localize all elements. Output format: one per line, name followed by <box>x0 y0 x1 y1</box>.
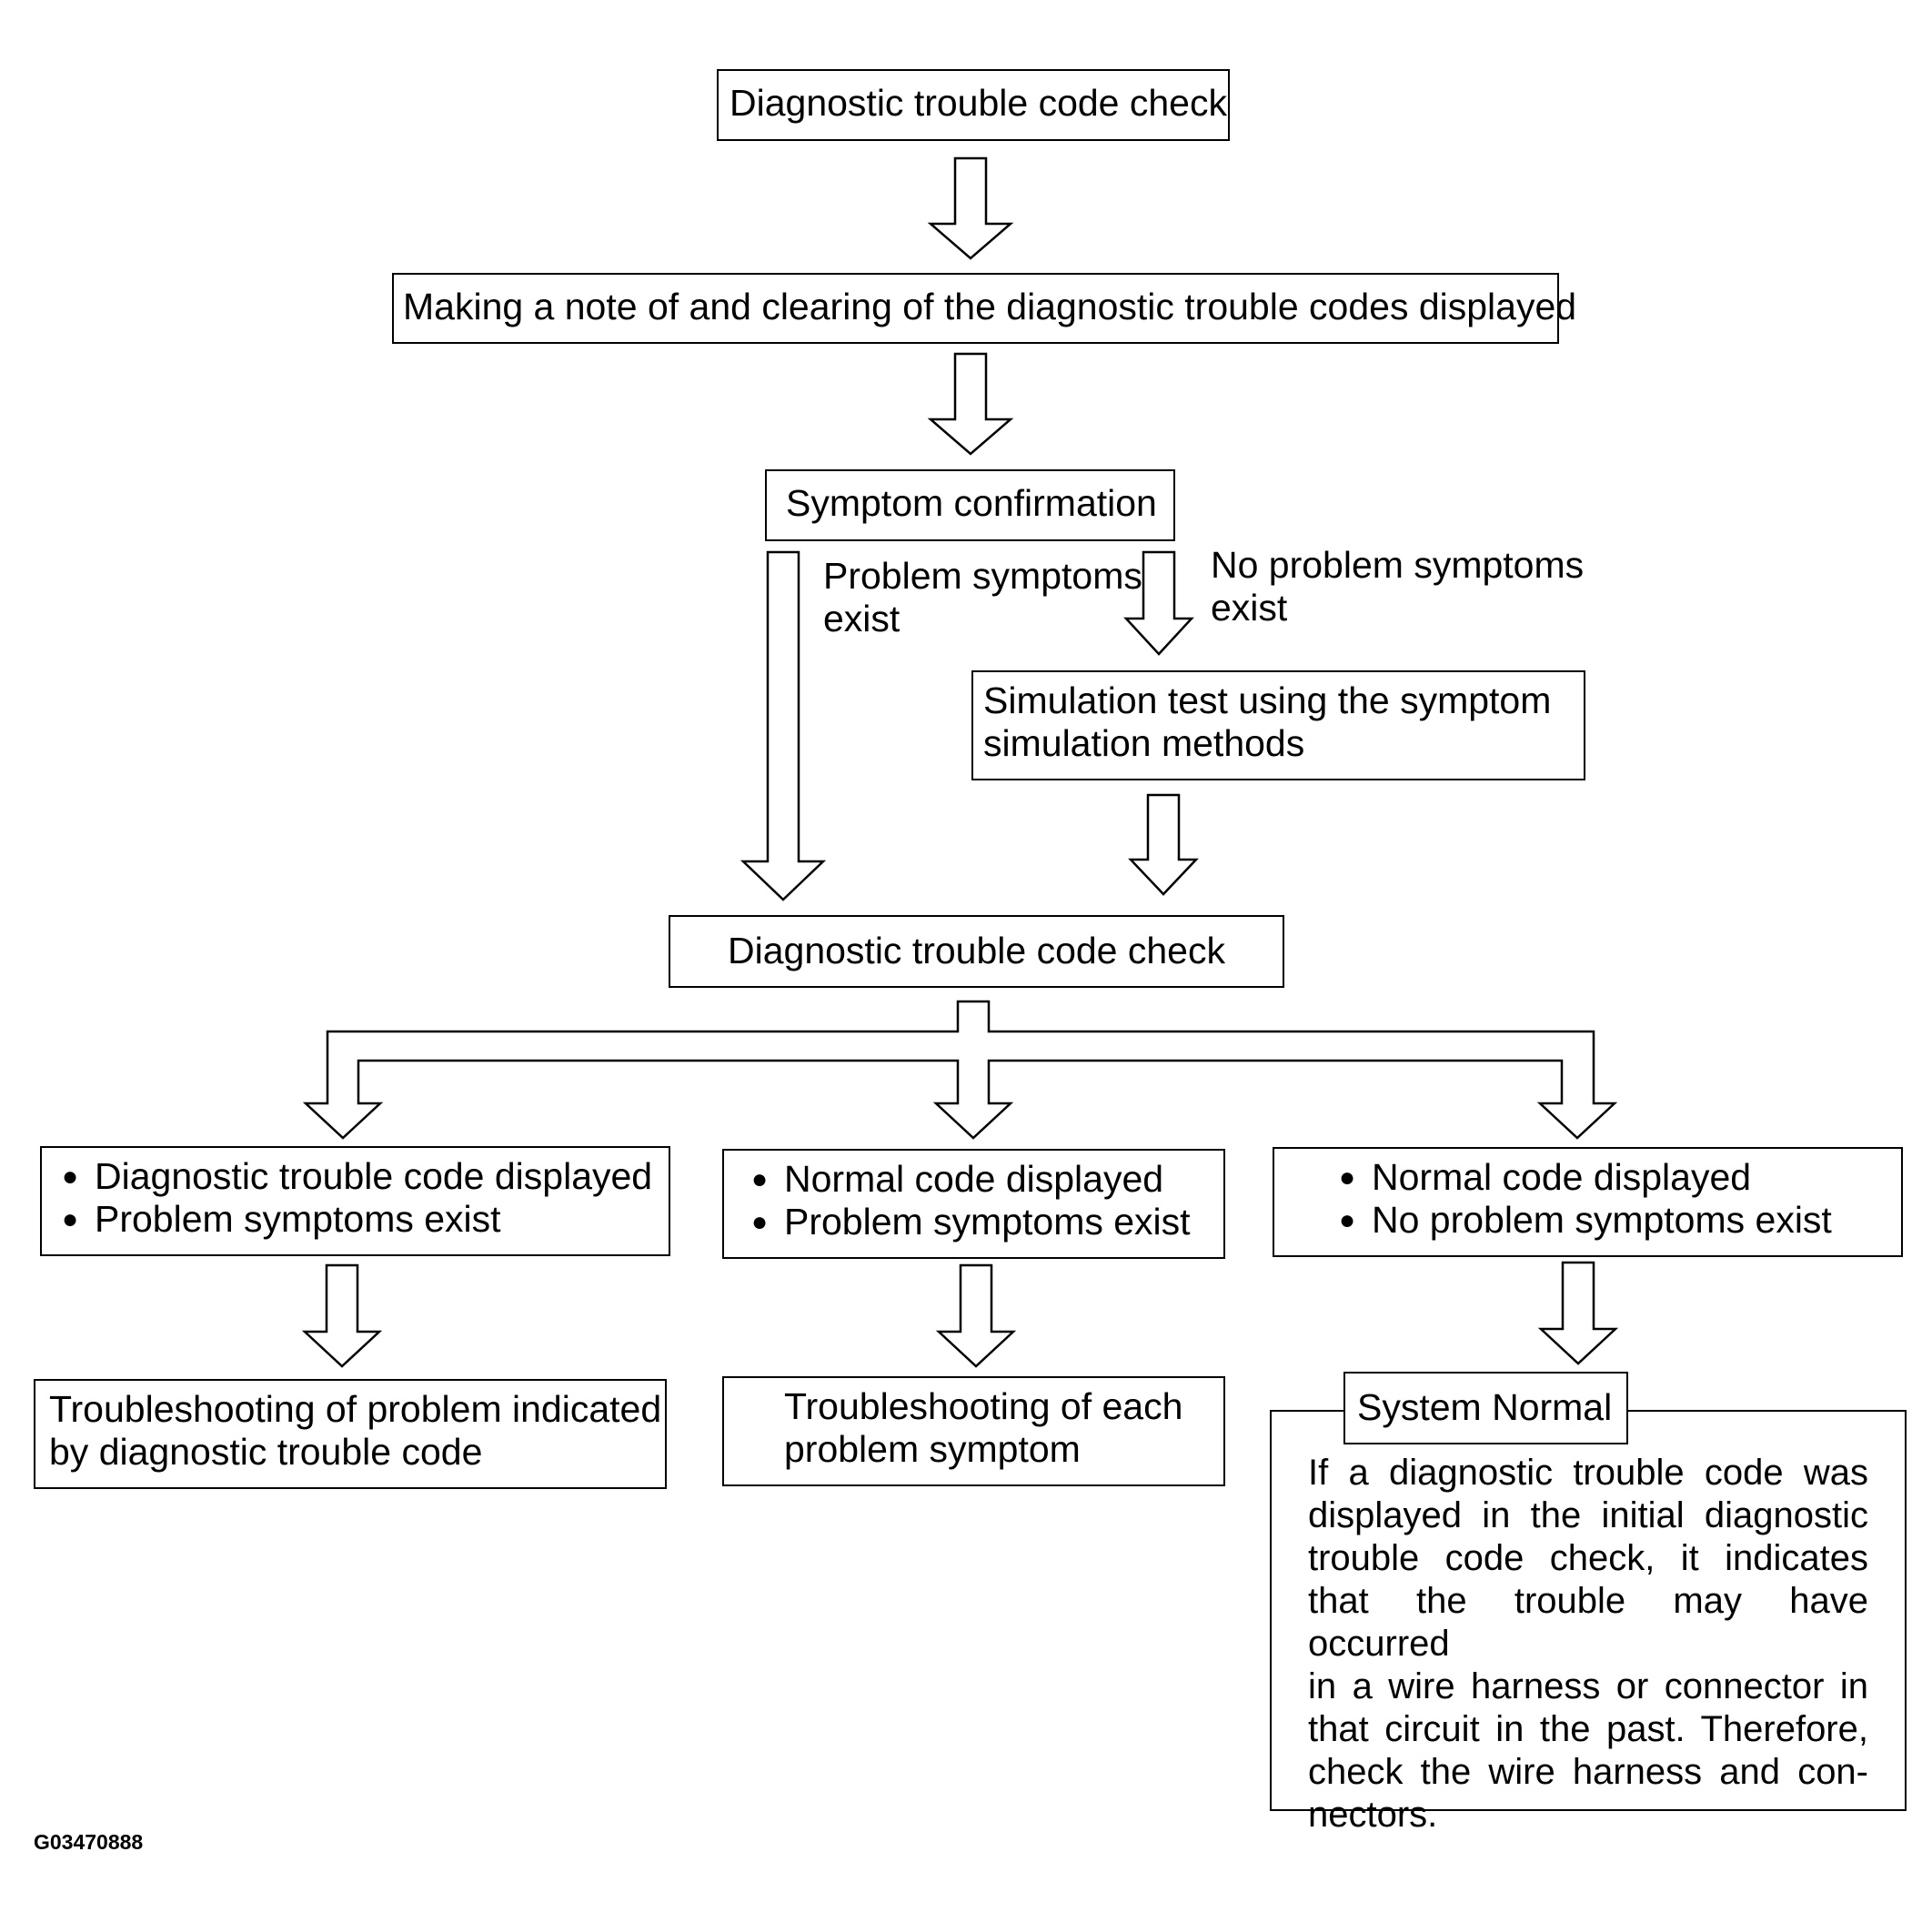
note-line-3: trouble code check, it indicates <box>1308 1538 1868 1578</box>
arrow-down <box>927 352 1014 456</box>
note-line-7: check the wire harness and con- <box>1308 1752 1868 1792</box>
simulation-test-box: Simulation test using the symptom simula… <box>971 670 1585 780</box>
note-line-4: that the trouble may have occurred <box>1308 1581 1868 1664</box>
outcome-right-item-1: Normal code displayed <box>1339 1156 1751 1199</box>
branch-arrow <box>302 1000 1618 1140</box>
outcome-left-item-2: Problem symptoms exist <box>62 1198 501 1241</box>
outcome-left-box: Diagnostic trouble code displayed Proble… <box>40 1146 670 1256</box>
dtc-check-second-box: Diagnostic trouble code check <box>669 915 1284 988</box>
arrow-down <box>935 1263 1017 1368</box>
outcome-right-box: Normal code displayed No problem symptom… <box>1273 1147 1903 1257</box>
arrow-down <box>1128 793 1199 896</box>
action-left-line-1: Troubleshooting of problem indicated <box>49 1388 662 1430</box>
arrow-down <box>1123 550 1194 656</box>
action-middle-line-1: Troubleshooting of each <box>784 1385 1183 1427</box>
problem-exist-line-2: exist <box>823 598 901 639</box>
no-problem-line-2: exist <box>1211 587 1288 629</box>
action-middle-box: Troubleshooting of each problem symptom <box>722 1376 1225 1486</box>
action-left-line-2: by diagnostic trouble code <box>49 1431 483 1473</box>
system-normal-title: System Normal <box>1357 1386 1613 1428</box>
action-middle-line-2: problem symptom <box>784 1428 1081 1470</box>
problem-exist-line-1: Problem symptoms <box>823 555 1142 597</box>
dtc-check-initial-label: Diagnostic trouble code check <box>730 82 1227 124</box>
outcome-middle-box: Normal code displayed Problem symptoms e… <box>722 1149 1225 1259</box>
arrow-down <box>740 550 827 901</box>
note-line-8: nectors. <box>1308 1795 1438 1835</box>
arrow-down <box>927 156 1014 260</box>
note-and-clear-box: Making a note of and clearing of the dia… <box>392 273 1576 344</box>
arrow-down <box>1537 1261 1619 1365</box>
no-problem-line-1: No problem symptoms <box>1211 544 1585 586</box>
arrow-down <box>301 1263 383 1368</box>
action-left-box: Troubleshooting of problem indicated by … <box>34 1379 667 1489</box>
symptom-confirmation-label: Symptom confirmation <box>786 482 1157 524</box>
note-line-5: in a wire harness or connector in <box>1308 1666 1868 1706</box>
system-normal-note: If a diagnostic trouble code was display… <box>1308 1452 1868 1837</box>
outcome-middle-item-1: Normal code displayed <box>751 1158 1163 1201</box>
outcome-left-item-1: Diagnostic trouble code displayed <box>62 1155 652 1198</box>
outcome-right-item-2: No problem symptoms exist <box>1339 1199 1832 1242</box>
symptom-confirmation-box: Symptom confirmation <box>765 469 1175 541</box>
note-line-6: that circuit in the past. Therefore, <box>1308 1709 1868 1749</box>
dtc-check-second-label: Diagnostic trouble code check <box>728 930 1225 971</box>
simulation-test-line-1: Simulation test using the symptom <box>983 679 1552 721</box>
note-line-1: If a diagnostic trouble code was <box>1308 1453 1868 1493</box>
system-normal-note-box: If a diagnostic trouble code was display… <box>1270 1410 1907 1835</box>
simulation-test-line-2: simulation methods <box>983 722 1305 764</box>
no-problem-label: No problem symptoms exist <box>1211 544 1584 629</box>
dtc-check-initial-box: Diagnostic trouble code check <box>717 69 1230 141</box>
problem-exist-label: Problem symptoms exist <box>823 555 1142 640</box>
note-and-clear-label: Making a note of and clearing of the dia… <box>403 286 1577 327</box>
figure-id: G03470888 <box>34 1830 144 1854</box>
outcome-middle-item-2: Problem symptoms exist <box>751 1201 1191 1243</box>
note-line-2: displayed in the initial diagnostic <box>1308 1495 1868 1535</box>
system-normal-title-box: System Normal <box>1343 1372 1628 1444</box>
